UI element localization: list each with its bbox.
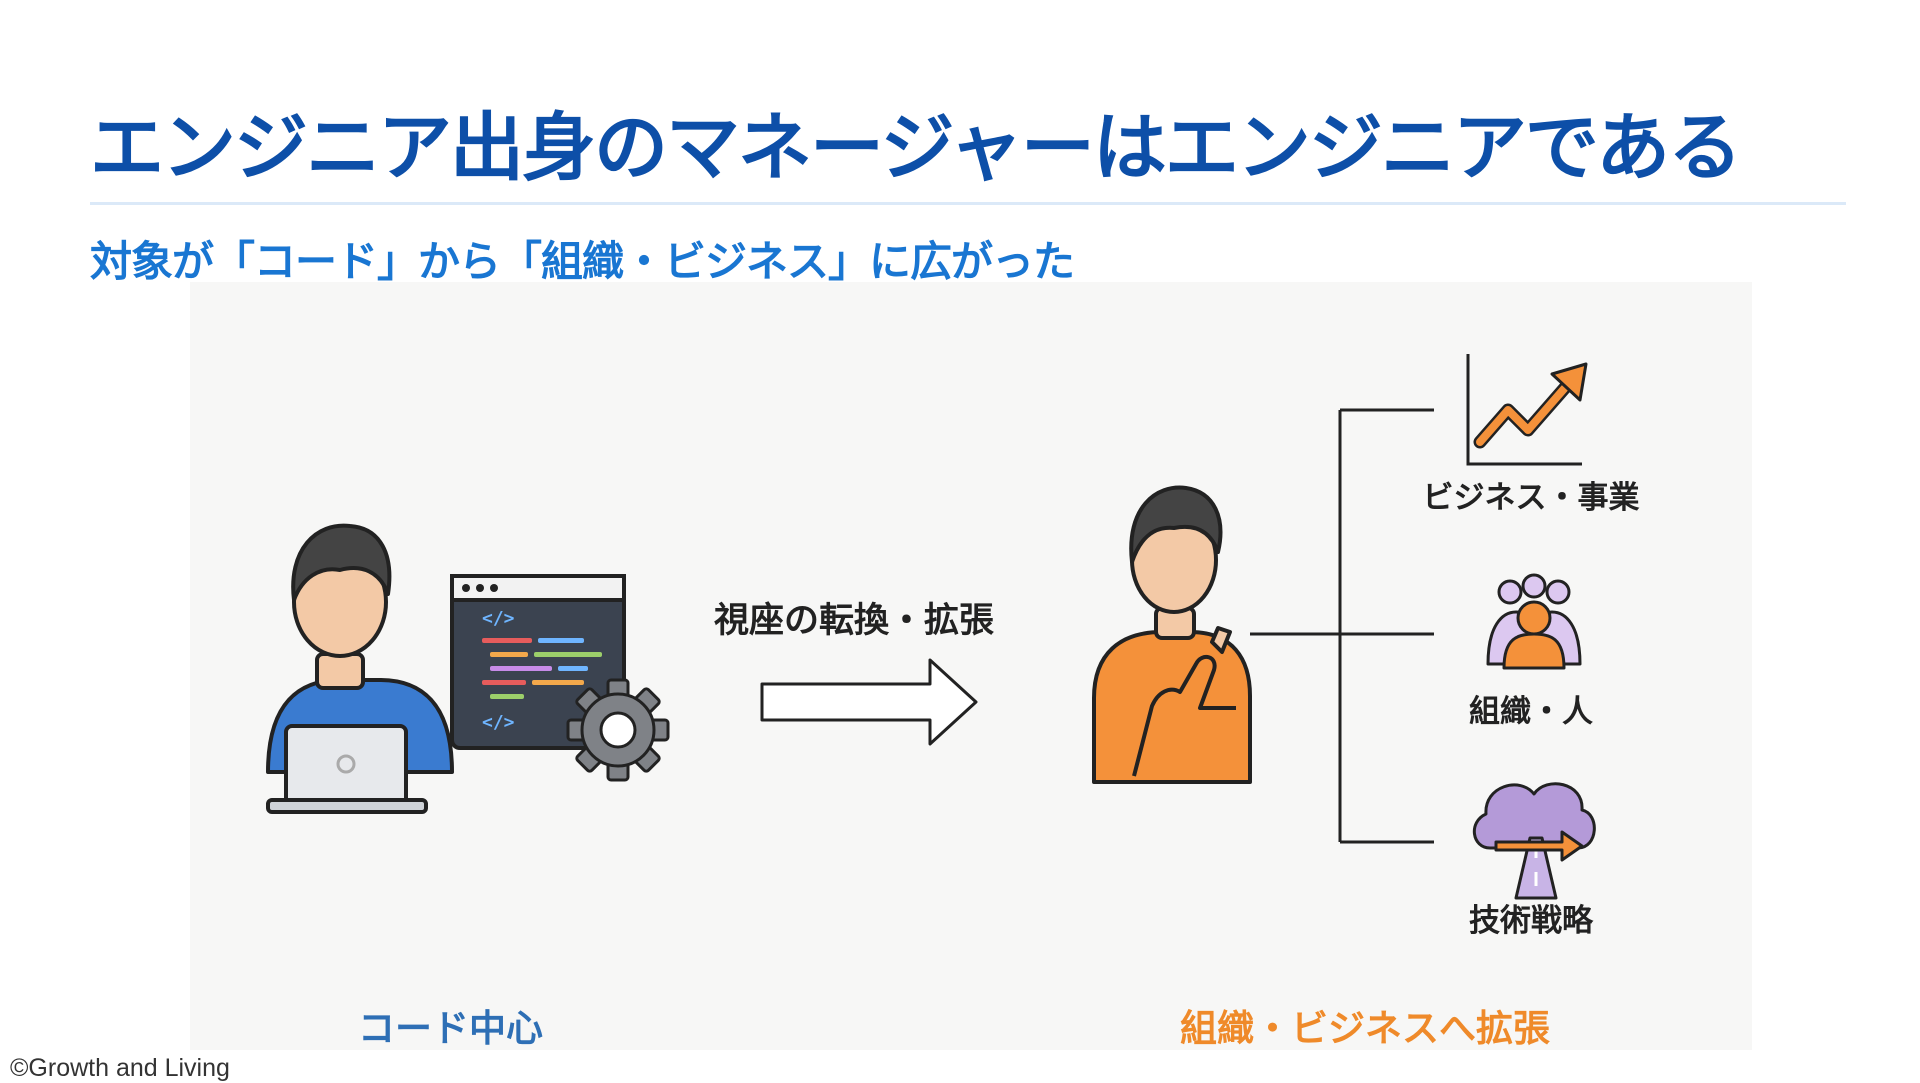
thinking-person-icon [1092, 485, 1252, 784]
branch-label-organization: 組織・人 [1469, 694, 1593, 730]
transition-label: 視座の転換・拡張 [714, 601, 995, 641]
cloud-road-icon [1472, 782, 1596, 900]
copyright-notice: ©Growth and Living [10, 1054, 230, 1082]
left-caption: コード中心 [358, 1007, 543, 1050]
gear-icon [566, 678, 670, 782]
growth-chart-icon [1466, 354, 1588, 466]
branch-connectors [1250, 408, 1434, 844]
diagram-canvas: </> </> [266, 354, 1596, 900]
right-caption: 組織・ビジネスへ拡張 [1180, 1007, 1550, 1050]
title-divider [90, 202, 1846, 205]
diagram-panel: </> </> [190, 282, 1752, 1050]
slide-subtitle: 対象が「コード」から「組織・ビジネス」に広がった [90, 237, 1075, 286]
svg-text:</>: </> [482, 712, 515, 733]
slide-title: エンジニア出身のマネージャーはエンジニアである [90, 105, 1742, 191]
branch-label-business: ビジネス・事業 [1422, 480, 1640, 516]
transition-arrow-icon [760, 658, 978, 746]
svg-text:</>: </> [482, 608, 515, 629]
branch-label-tech-strategy: 技術戦略 [1469, 903, 1593, 939]
people-group-icon [1486, 573, 1582, 670]
engineer-laptop-icon [266, 523, 454, 814]
